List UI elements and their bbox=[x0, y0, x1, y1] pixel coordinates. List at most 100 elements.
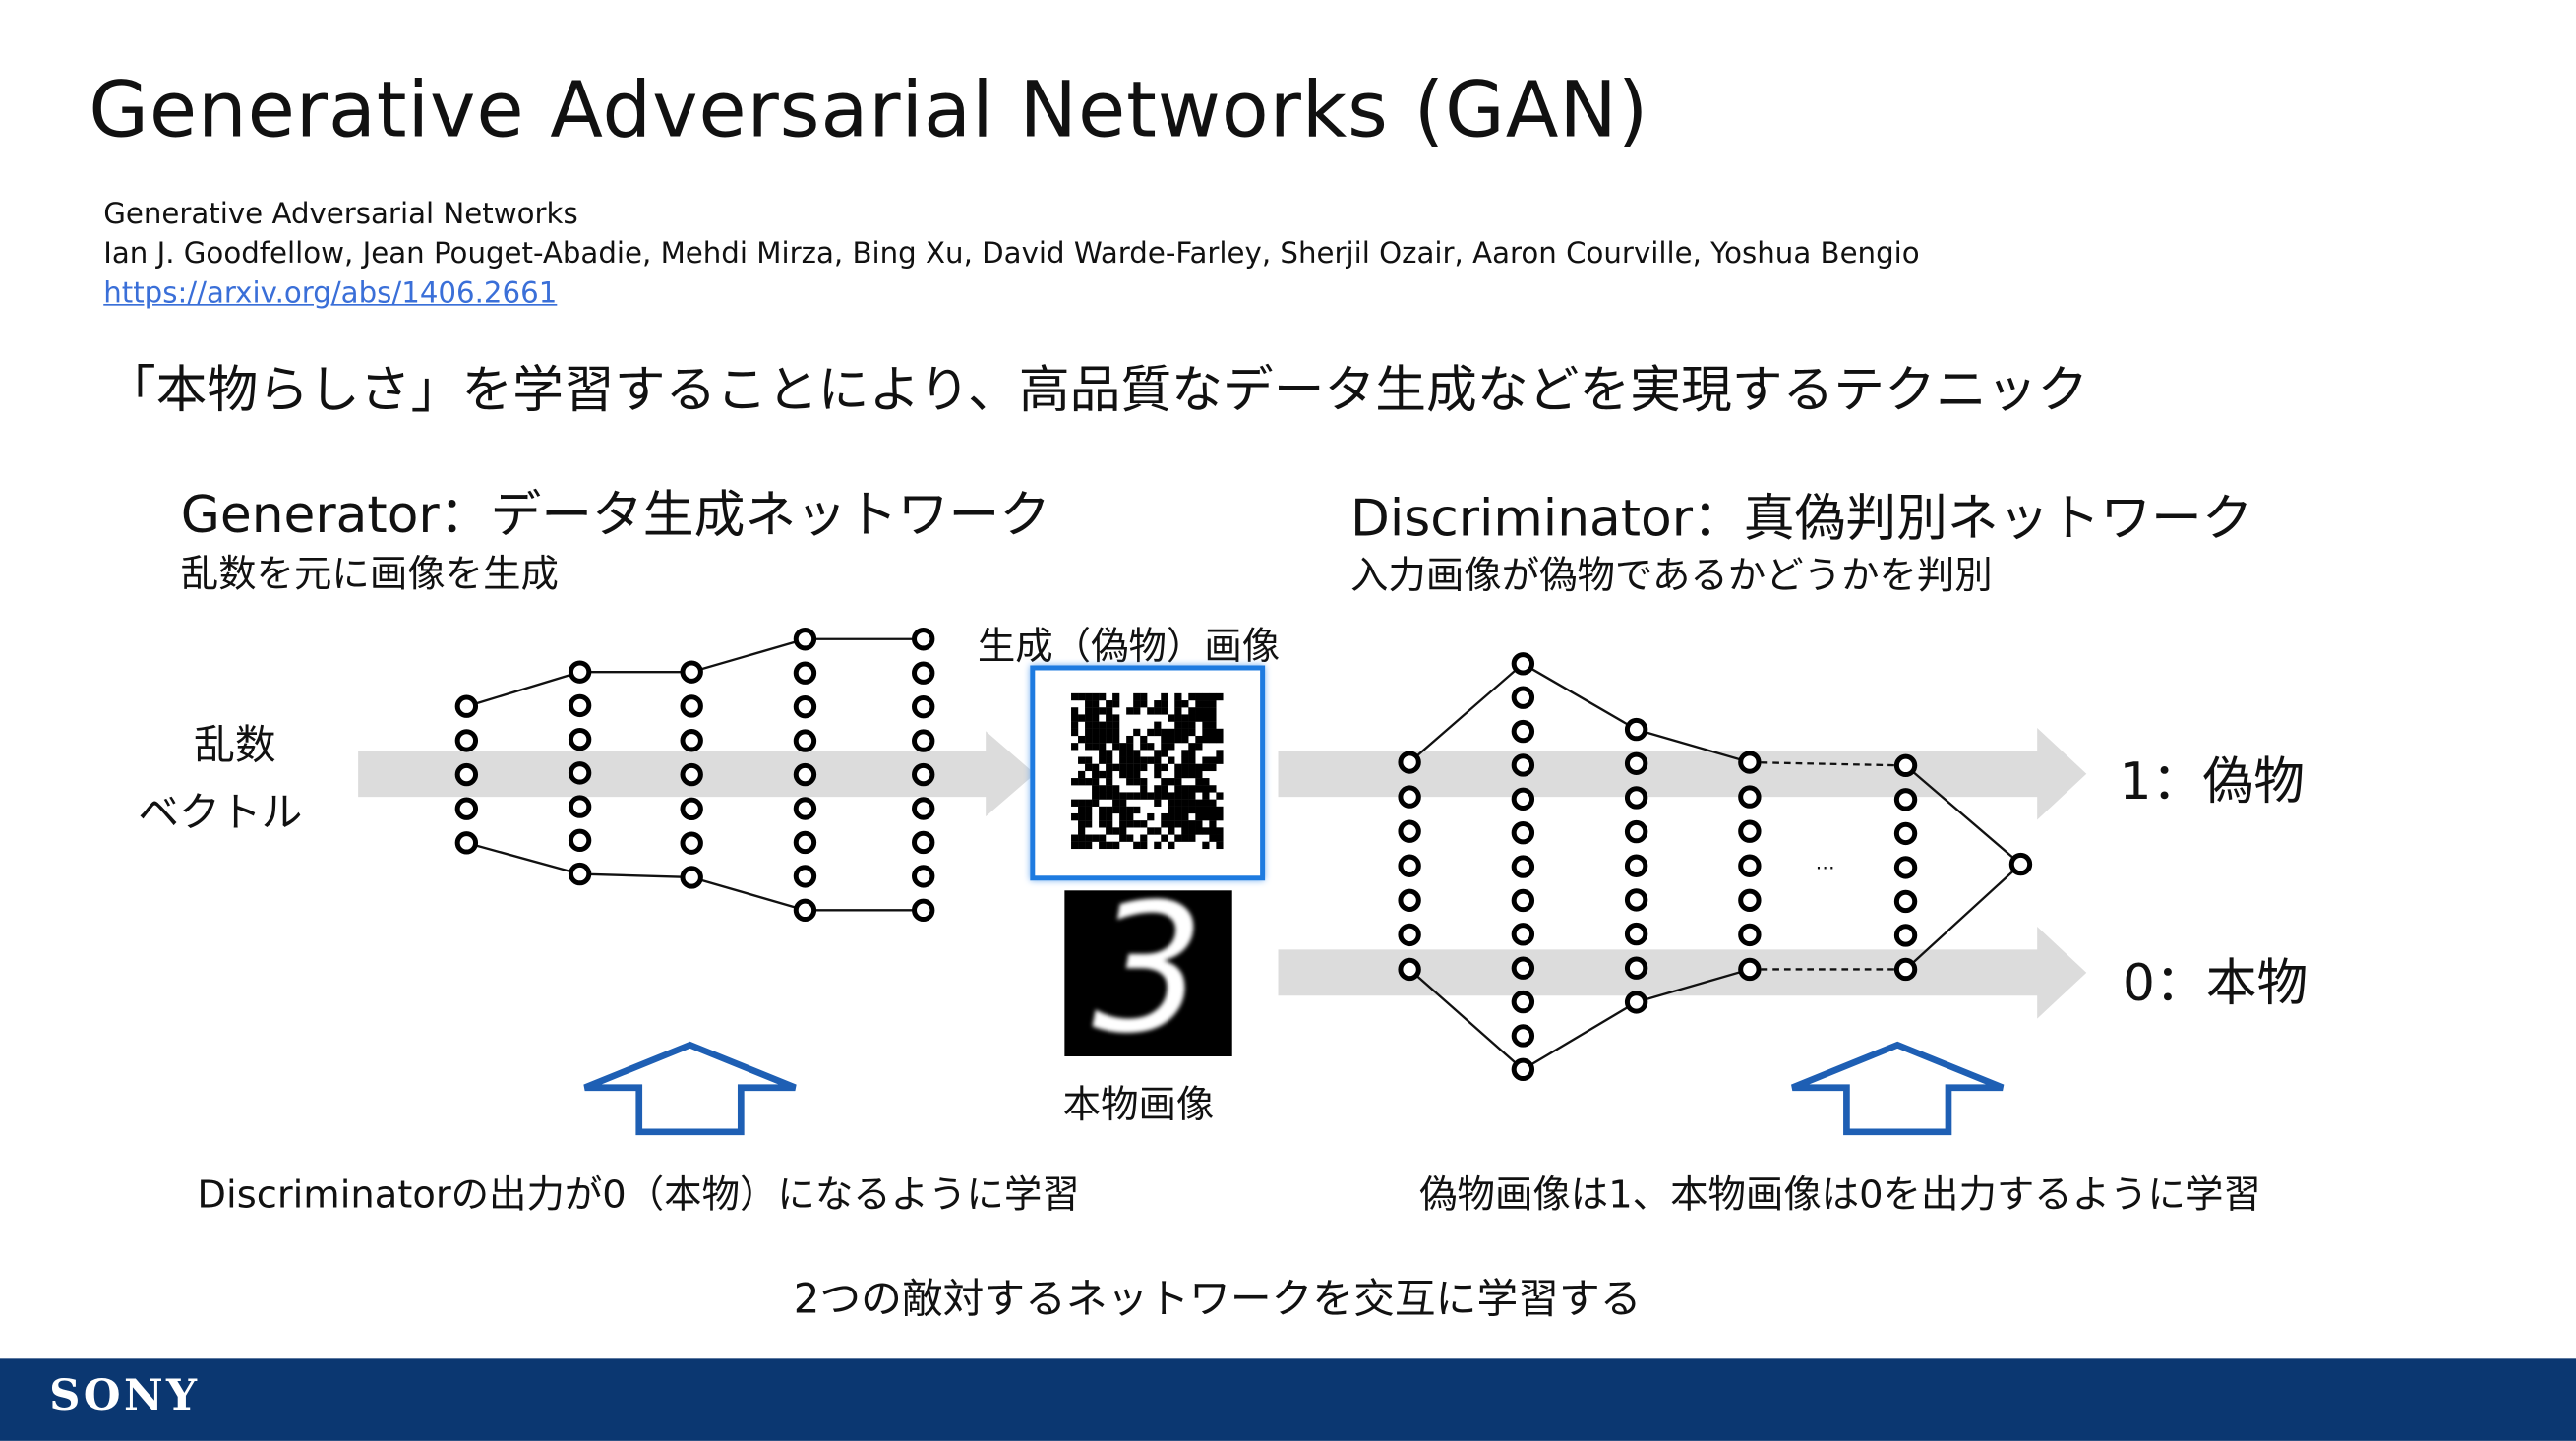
pixel bbox=[1168, 728, 1175, 737]
pixel bbox=[1099, 721, 1107, 729]
pixel bbox=[1078, 756, 1086, 764]
neuron-node bbox=[568, 828, 592, 853]
pixel bbox=[1078, 778, 1086, 786]
pixel bbox=[1092, 714, 1100, 722]
neuron-node bbox=[680, 729, 703, 752]
pixel bbox=[1209, 799, 1217, 807]
pixel bbox=[1216, 750, 1224, 757]
pixel bbox=[1071, 728, 1079, 737]
pixel bbox=[1168, 714, 1175, 722]
pixel bbox=[1188, 806, 1196, 814]
neuron-node bbox=[1738, 854, 1762, 877]
pixel bbox=[1181, 700, 1189, 708]
pixel bbox=[1154, 728, 1162, 737]
pixel bbox=[1106, 785, 1113, 793]
pixel bbox=[1181, 770, 1189, 779]
pixel bbox=[1202, 799, 1210, 807]
pixel bbox=[1154, 750, 1162, 757]
pixel bbox=[1071, 721, 1079, 729]
pixel bbox=[1202, 728, 1210, 737]
paper-link[interactable]: https://arxiv.org/abs/1406.2661 bbox=[103, 277, 558, 311]
pixel bbox=[1161, 692, 1168, 701]
pixel bbox=[1181, 721, 1189, 729]
pixel bbox=[1106, 728, 1113, 737]
pixel bbox=[1202, 707, 1210, 715]
pixel bbox=[1188, 763, 1196, 772]
pixel bbox=[1106, 792, 1113, 800]
pixel bbox=[1216, 834, 1224, 842]
discriminator-network bbox=[1398, 652, 2033, 1082]
pixel bbox=[1209, 806, 1217, 814]
neuron-node bbox=[568, 862, 592, 886]
pixel bbox=[1174, 700, 1182, 708]
pixel bbox=[1147, 728, 1155, 737]
sony-logo: SONY bbox=[49, 1371, 201, 1421]
pixel bbox=[1106, 778, 1113, 786]
edge bbox=[1749, 760, 1906, 767]
pixel bbox=[1181, 735, 1189, 744]
pixel bbox=[1078, 812, 1086, 821]
pixel bbox=[1202, 763, 1210, 772]
pixel bbox=[1181, 834, 1189, 842]
pixel bbox=[1085, 820, 1093, 828]
neuron-node bbox=[1738, 923, 1762, 947]
pixel bbox=[1188, 792, 1196, 800]
pixel bbox=[1209, 812, 1217, 821]
pixel bbox=[1181, 812, 1189, 821]
pixel bbox=[1188, 827, 1196, 835]
pixel bbox=[1140, 743, 1148, 751]
pixel bbox=[1188, 743, 1196, 751]
pixel bbox=[1133, 763, 1141, 772]
pixel bbox=[1133, 806, 1141, 814]
pixel bbox=[1174, 785, 1182, 793]
pixel bbox=[1078, 735, 1086, 744]
pixel bbox=[1161, 792, 1168, 800]
fake-flow-arrow bbox=[1278, 727, 2087, 820]
pixel bbox=[1154, 756, 1162, 764]
pixel bbox=[1085, 799, 1093, 807]
pixel bbox=[1140, 778, 1148, 786]
neuron-node bbox=[1511, 1024, 1535, 1048]
edge bbox=[579, 872, 692, 879]
pixel bbox=[1174, 778, 1182, 786]
pixel bbox=[1126, 792, 1134, 800]
pixel bbox=[1078, 770, 1086, 779]
pixel bbox=[1085, 692, 1093, 701]
pixel bbox=[1092, 692, 1100, 701]
pixel bbox=[1209, 785, 1217, 793]
pixel bbox=[1216, 792, 1224, 800]
pixel bbox=[1202, 756, 1210, 764]
pixel bbox=[1106, 707, 1113, 715]
pixel bbox=[1202, 721, 1210, 729]
pixel bbox=[1209, 707, 1217, 715]
pixel bbox=[1078, 834, 1086, 842]
neuron-node bbox=[1511, 990, 1535, 1014]
pixel bbox=[1085, 806, 1093, 814]
pixel bbox=[1181, 756, 1189, 764]
pixel bbox=[1126, 756, 1134, 764]
pixel bbox=[1188, 820, 1196, 828]
pixel bbox=[1085, 728, 1093, 737]
neuron-node bbox=[568, 693, 592, 718]
pixel bbox=[1085, 778, 1093, 786]
neuron-node bbox=[793, 694, 817, 719]
pixel bbox=[1133, 728, 1141, 737]
neuron-node bbox=[1893, 753, 1918, 778]
pixel bbox=[1112, 785, 1120, 793]
edge bbox=[466, 671, 580, 708]
neuron-node bbox=[1511, 923, 1535, 946]
pixel bbox=[1174, 735, 1182, 744]
pixel bbox=[1140, 692, 1148, 701]
pixel bbox=[1092, 792, 1100, 800]
pixel bbox=[1154, 770, 1162, 779]
pixel bbox=[1112, 841, 1120, 850]
pixel bbox=[1126, 820, 1134, 828]
neuron-node bbox=[1398, 819, 1421, 843]
pixel bbox=[1174, 820, 1182, 828]
neuron-node bbox=[793, 797, 817, 820]
edge bbox=[1636, 728, 1751, 764]
neuron-node bbox=[793, 628, 817, 651]
pixel bbox=[1154, 763, 1162, 772]
pixel bbox=[1078, 692, 1086, 701]
pixel bbox=[1174, 770, 1182, 779]
